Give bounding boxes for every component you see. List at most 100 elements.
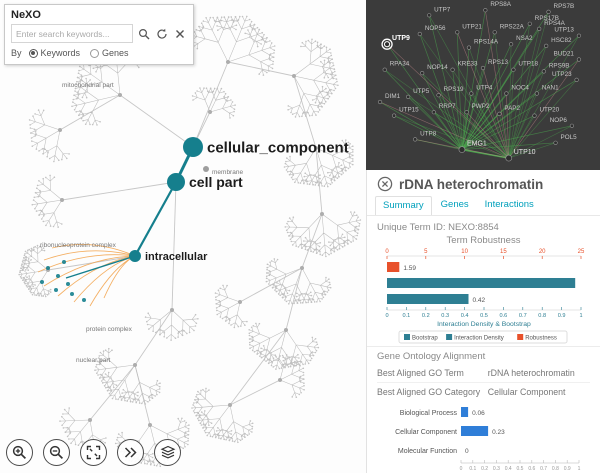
tree-small-label: ribonucleoprotein complex [40, 242, 117, 249]
tree-node-intracellular[interactable] [129, 250, 141, 262]
radio-genes[interactable]: Genes [90, 48, 129, 58]
network-node-utp5[interactable] [406, 94, 411, 99]
svg-text:0.4: 0.4 [505, 466, 512, 472]
network-node-label: EMG1 [467, 141, 487, 148]
tab-interactions[interactable]: Interactions [484, 199, 534, 210]
svg-text:0.3: 0.3 [493, 466, 500, 472]
network-node-rps4a[interactable] [537, 26, 542, 32]
network-node-noc4[interactable] [504, 91, 509, 96]
network-node-rps14a[interactable] [466, 45, 472, 50]
network-node-utp8[interactable] [413, 137, 418, 142]
tree-node-cellular-component[interactable] [183, 137, 203, 157]
network-node-rpa34[interactable] [382, 67, 387, 72]
network-node-utp15[interactable] [391, 113, 397, 118]
robustness-section-title: Term Robustness [446, 235, 521, 246]
network-node-rps8a[interactable] [483, 8, 488, 13]
network-node-rps7b[interactable] [546, 9, 551, 14]
network-node-kre33[interactable] [450, 67, 455, 72]
network-node-rrp7[interactable] [431, 110, 436, 115]
detail-header: rDNA heterochromatin [367, 170, 600, 194]
svg-text:Interaction Density & Bootstra: Interaction Density & Bootstrap [437, 321, 531, 328]
network-node-utp18[interactable] [511, 67, 516, 72]
network-node-utp9[interactable] [383, 41, 391, 48]
network-node-rps19[interactable] [436, 93, 441, 98]
network-node-nan1[interactable] [534, 91, 539, 96]
network-node-label: UTP9 [392, 35, 410, 42]
network-node-bud21[interactable] [576, 57, 582, 62]
network-node-label: BUD21 [554, 51, 575, 58]
svg-text:0.3: 0.3 [441, 313, 449, 319]
network-node-rps17b[interactable] [527, 21, 532, 26]
radio-keywords[interactable]: Keywords [28, 48, 80, 58]
zoom-in-button[interactable] [6, 439, 33, 466]
network-node-utp10[interactable] [505, 154, 513, 162]
go-alignment-section-title: Gene Ontology Alignment [367, 346, 600, 364]
network-node-rps9b[interactable] [541, 69, 546, 74]
network-node-label: RPA34 [390, 61, 410, 68]
tree-node-cell-part[interactable] [167, 173, 185, 191]
svg-text:0.2: 0.2 [422, 313, 430, 319]
network-node-hsc82[interactable] [544, 43, 549, 49]
network-node-nop14[interactable] [420, 70, 425, 76]
detail-tabs: Summary Genes Interactions [367, 194, 600, 216]
network-node-label: UTP21 [462, 23, 482, 30]
radio-label: Genes [102, 48, 129, 58]
network-node-pap2[interactable] [497, 111, 502, 116]
network-node-label: RPS4A [544, 20, 565, 27]
svg-text:0.6: 0.6 [500, 313, 508, 319]
network-node-pol5[interactable] [553, 140, 558, 145]
clear-icon[interactable] [172, 26, 187, 41]
svg-text:0.6: 0.6 [528, 466, 535, 472]
svg-text:20: 20 [539, 249, 546, 255]
close-icon[interactable] [377, 176, 393, 192]
layers-button[interactable] [154, 439, 181, 466]
svg-text:0.7: 0.7 [519, 313, 527, 319]
svg-text:5: 5 [424, 249, 428, 255]
robustness-bar [387, 262, 400, 272]
tree-small-label: mitochondrial part [62, 82, 114, 89]
tab-genes[interactable]: Genes [440, 199, 469, 210]
expand-tree-button[interactable] [117, 439, 144, 466]
go-table-key: Best Aligned GO Term [377, 368, 464, 378]
network-node-nop56[interactable] [417, 31, 422, 37]
network-node-nop6[interactable] [569, 123, 575, 128]
network-node-nsa2[interactable] [508, 42, 514, 47]
go-score-bar [461, 426, 489, 436]
svg-text:0.23: 0.23 [492, 429, 505, 436]
zoom-out-button[interactable] [43, 439, 70, 466]
refresh-icon[interactable] [154, 26, 169, 41]
svg-text:0: 0 [385, 313, 388, 319]
network-node-utp13[interactable] [576, 33, 582, 38]
radio-dot [90, 48, 100, 58]
network-node-utp4[interactable] [469, 91, 474, 96]
fit-to-screen-button[interactable] [80, 439, 107, 466]
network-node-rps22a[interactable] [492, 30, 497, 35]
search-icon[interactable] [136, 26, 151, 41]
network-node-emg1[interactable] [458, 146, 466, 153]
network-node-dim1[interactable] [377, 99, 383, 105]
network-node-utp20[interactable] [532, 113, 537, 118]
network-node-label: UTP20 [539, 107, 559, 114]
tree-small-label: membrane [212, 169, 243, 176]
network-node-utp21[interactable] [455, 30, 460, 35]
svg-text:0.9: 0.9 [564, 466, 571, 472]
network-node-utp23[interactable] [574, 77, 579, 82]
svg-text:0.5: 0.5 [517, 466, 524, 472]
network-node-label: RPS8A [490, 1, 511, 8]
network-node-label: RPS22A [500, 23, 525, 30]
search-input[interactable] [11, 24, 133, 43]
network-node-utp7[interactable] [427, 13, 432, 18]
tab-summary[interactable]: Summary [375, 196, 432, 215]
tree-node-label: cellular_component [207, 139, 349, 156]
network-node-pwp2[interactable] [464, 110, 469, 115]
network-node-rps13[interactable] [480, 65, 486, 71]
network-node-label: UTP10 [514, 149, 536, 156]
svg-text:0.8: 0.8 [552, 466, 559, 472]
network-node-label: DIM1 [385, 93, 401, 100]
